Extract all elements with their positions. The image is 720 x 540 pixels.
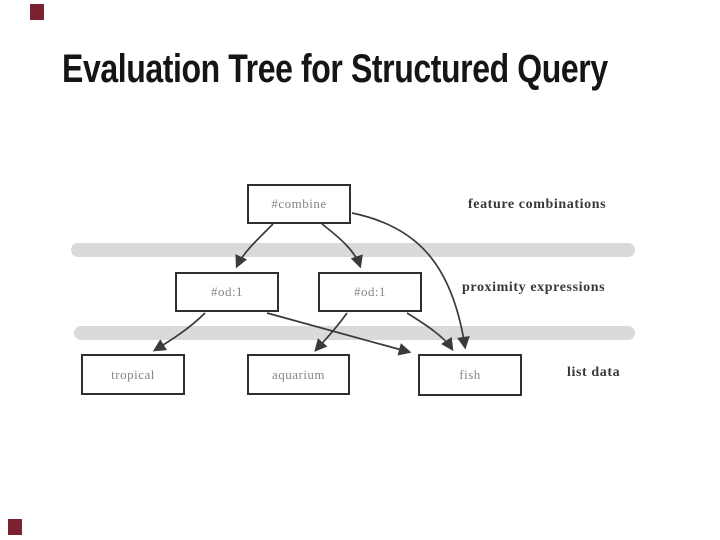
edge-od1left-fish xyxy=(266,312,412,356)
slide-accent-bottom-left xyxy=(8,519,22,535)
level-separator-bar-top xyxy=(71,243,635,257)
node-fish: fish xyxy=(418,354,522,396)
node-od1-right: #od:1 xyxy=(318,272,422,312)
node-od1-right-label: #od:1 xyxy=(353,284,387,299)
edge-combine-fish xyxy=(351,212,470,350)
edge-combine-od1left xyxy=(235,223,274,269)
node-fish-label: fish xyxy=(459,367,481,382)
slide-title: Evaluation Tree for Structured Query xyxy=(62,47,608,91)
node-od1-left-label: #od:1 xyxy=(210,284,244,299)
node-od1-left: #od:1 xyxy=(175,272,279,312)
node-tropical-label: tropical xyxy=(111,366,155,382)
edge-od1right-fish xyxy=(406,312,454,352)
node-tropical: tropical xyxy=(81,354,185,395)
edge-combine-od1right xyxy=(321,223,363,269)
slide-accent-top-left xyxy=(30,4,44,20)
label-feature-combinations: feature combinations xyxy=(468,197,607,212)
node-aquarium: aquarium xyxy=(247,354,350,395)
level-separator-bar-bottom xyxy=(74,326,635,340)
node-combine-label: #combine xyxy=(271,196,327,211)
node-combine: #combine xyxy=(247,184,351,224)
label-proximity-expressions: proximity expressions xyxy=(462,280,606,295)
edge-od1right-aquarium xyxy=(314,312,348,352)
node-aquarium-label: aquarium xyxy=(271,366,326,382)
label-list-data: list data xyxy=(567,365,621,380)
edge-od1left-tropical xyxy=(152,312,206,352)
